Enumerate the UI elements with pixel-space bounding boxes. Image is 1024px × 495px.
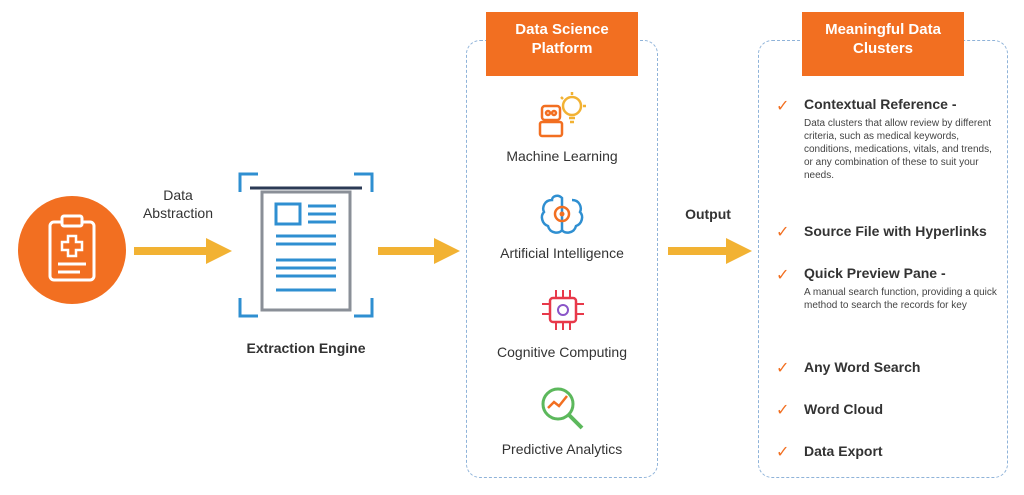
check-icon: ✓	[776, 98, 790, 115]
clipboard-medical-icon	[18, 196, 126, 304]
magnifier-chart-icon	[536, 384, 588, 439]
clusters-title: Meaningful Data Clusters	[802, 12, 964, 76]
arrow-right-icon	[668, 236, 754, 271]
platform-item-label: Predictive Analytics	[501, 441, 623, 457]
platform-item-label: Artificial Intelligence	[500, 245, 624, 261]
chip-brain-icon	[538, 286, 588, 339]
cluster-item-title: Quick Preview Pane -	[804, 265, 946, 281]
cluster-item-title: Data Export	[804, 443, 883, 459]
platform-item-label: Machine Learning	[506, 148, 618, 164]
check-icon: ✓	[776, 360, 790, 377]
robot-lightbulb-icon	[536, 92, 588, 143]
cluster-item-title: Any Word Search	[804, 359, 921, 375]
arrow-right-icon	[378, 236, 462, 271]
cluster-item-title: Word Cloud	[804, 401, 884, 417]
cluster-item-desc: Data clusters that allow review by diffe…	[804, 118, 992, 181]
check-icon: ✓	[776, 224, 790, 241]
brain-gear-icon	[538, 192, 588, 243]
check-icon: ✓	[776, 267, 790, 284]
output-label: Output	[685, 206, 731, 222]
document-extraction-icon	[236, 170, 376, 325]
cluster-item-title: Source File with Hyperlinks	[804, 223, 987, 239]
extraction-engine-label: Extraction Engine	[246, 340, 366, 356]
check-icon: ✓	[776, 444, 790, 461]
cluster-item-title: Contextual Reference -	[804, 96, 957, 112]
platform-item-label: Cognitive Computing	[497, 344, 627, 360]
cluster-item-desc: A manual search function, providing a qu…	[804, 287, 997, 311]
check-icon: ✓	[776, 402, 790, 419]
data-abstraction-label: Data Abstraction	[142, 187, 214, 221]
platform-title: Data Science Platform	[486, 12, 638, 76]
arrow-right-icon	[134, 236, 234, 271]
